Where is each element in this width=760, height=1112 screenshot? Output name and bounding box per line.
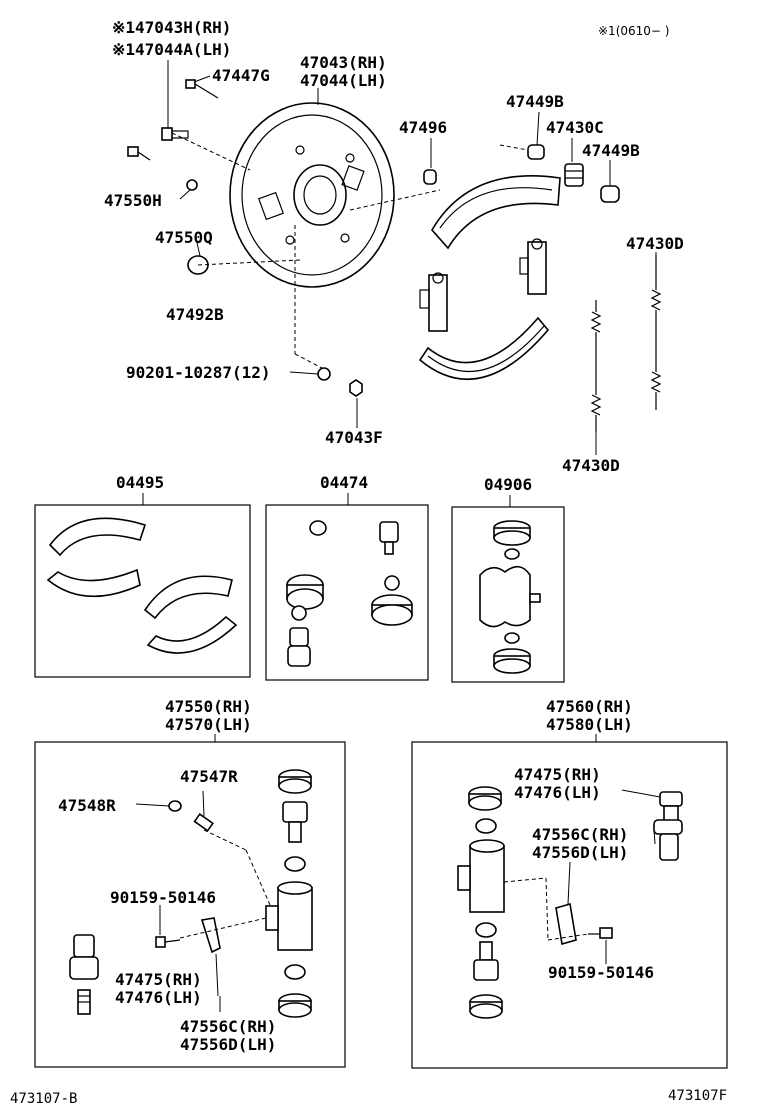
backing-plate[interactable] [229, 102, 395, 288]
cap-47449b-top[interactable] [527, 144, 545, 160]
bolt-90159-right[interactable] [588, 927, 613, 939]
label-47043h: ※147043H(RH) [112, 18, 231, 37]
label-47044: 47044(LH) [300, 71, 387, 90]
kit-box-04906[interactable] [451, 506, 565, 683]
kit-box-04495[interactable] [34, 504, 251, 678]
figure-id-right: 473107F [668, 1088, 727, 1104]
label-04495: 04495 [116, 473, 164, 492]
bleeder-47547r[interactable] [193, 813, 214, 832]
clip-47496[interactable] [423, 169, 437, 185]
label-47556d-left: 47556D(LH) [180, 1035, 276, 1054]
label-47447g: 47447G [212, 66, 270, 85]
label-47430c: 47430C [546, 118, 604, 137]
label-47550rh: 47550(RH) [165, 697, 252, 716]
label-47580lh: 47580(LH) [546, 715, 633, 734]
nut-47043f[interactable] [349, 379, 363, 397]
right-cylinder-parts [457, 786, 505, 1019]
brake-shoe-lower[interactable] [418, 316, 550, 381]
assembly-box-right[interactable] [411, 741, 728, 1069]
nut-90201[interactable] [317, 367, 331, 381]
label-note-ref: ※1(0610− ) [598, 24, 669, 38]
label-47430d-top: 47430D [626, 234, 684, 253]
wheel-cylinder-lower[interactable] [419, 272, 448, 332]
label-47548r: 47548R [58, 796, 116, 815]
label-47476-left: 47476(LH) [115, 988, 202, 1007]
label-47430d-bot: 47430D [562, 456, 620, 475]
label-04474: 04474 [320, 473, 368, 492]
label-47449b-top: 47449B [506, 92, 564, 111]
label-47043f: 47043F [325, 428, 383, 447]
kit-04906-parts [479, 520, 541, 674]
spring-47430d-right[interactable] [650, 255, 662, 410]
bleeder-47475-left[interactable] [69, 934, 99, 980]
bleeder-47475-right[interactable] [659, 791, 683, 823]
bleeder-47550h[interactable] [127, 146, 151, 161]
cap-47449b-mid[interactable] [600, 185, 620, 203]
figure-id-left: 473107-B [10, 1091, 77, 1107]
cap-47550q[interactable] [186, 179, 198, 191]
bolt-47043h[interactable] [161, 127, 189, 141]
bolt-90159-left[interactable] [155, 936, 181, 948]
label-47560rh: 47560(RH) [546, 697, 633, 716]
spring-47430d-left[interactable] [590, 300, 602, 432]
label-47449b-mid: 47449B [582, 141, 640, 160]
plate-47556c-right[interactable] [555, 902, 577, 946]
left-cylinder-parts [265, 769, 313, 1018]
wheel-cylinder-upper[interactable] [519, 238, 547, 295]
label-47043: 47043(RH) [300, 53, 387, 72]
label-47556c-left: 47556C(RH) [180, 1017, 276, 1036]
piston-47430c[interactable] [564, 163, 584, 187]
label-90159-right: 90159-50146 [548, 963, 654, 982]
bolt-47476-left[interactable] [77, 989, 91, 1015]
label-47476-right: 47476(LH) [514, 783, 601, 802]
cap-47548r[interactable] [168, 800, 182, 812]
label-04906: 04906 [484, 475, 532, 494]
bolt-47447g[interactable] [185, 79, 219, 99]
label-90159-left: 90159-50146 [110, 888, 216, 907]
assembly-box-left[interactable] [34, 741, 346, 1068]
label-47547r: 47547R [180, 767, 238, 786]
label-47556c-right: 47556C(RH) [532, 825, 628, 844]
plate-47556c-left[interactable] [200, 917, 221, 954]
label-47550h: 47550H [104, 191, 162, 210]
label-47556d-right: 47556D(LH) [532, 843, 628, 862]
bolt-47476-right[interactable] [653, 819, 683, 861]
label-47475-right: 47475(RH) [514, 765, 601, 784]
label-47044a: ※147044A(LH) [112, 40, 231, 59]
label-47496: 47496 [399, 118, 447, 137]
label-47475-left: 47475(RH) [115, 970, 202, 989]
label-47550q: 47550Q [155, 228, 213, 247]
brake-shoe-upper[interactable] [431, 175, 561, 250]
kit-box-04474[interactable] [265, 504, 429, 681]
kit-04474-parts [286, 520, 413, 667]
label-47492b: 47492B [166, 305, 224, 324]
label-47570lh: 47570(LH) [165, 715, 252, 734]
kit-04495-shoes [46, 517, 238, 654]
label-90201: 90201-10287(12) [126, 363, 271, 382]
